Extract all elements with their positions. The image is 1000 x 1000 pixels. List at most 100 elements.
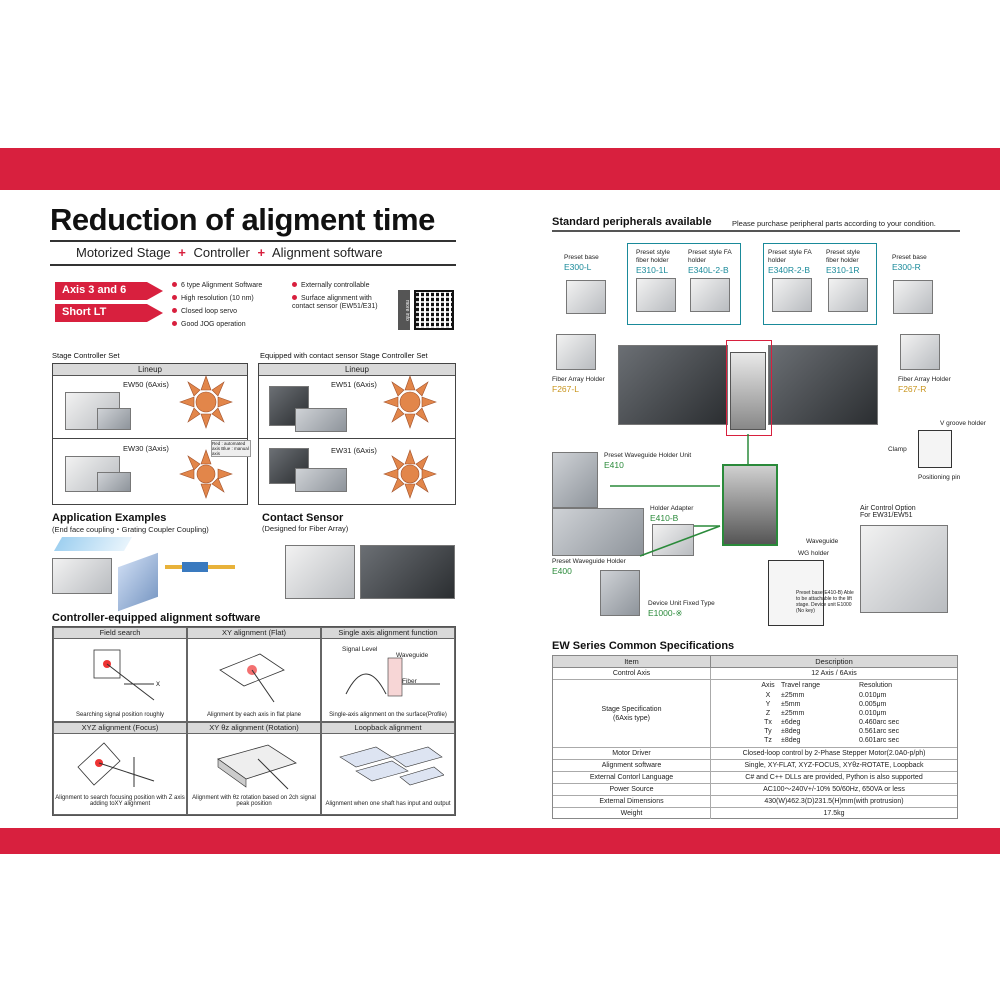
spec-row-software: Alignment software Single, XY-FLAT, XYZ-… — [553, 760, 957, 772]
item-e3101r: Preset style fiber holder E310-1R — [826, 249, 860, 275]
main-unit-frame — [722, 464, 778, 546]
contact-set-title: Equipped with contact sensor Stage Contr… — [260, 351, 428, 360]
e410-photo — [552, 452, 598, 508]
stage-resolution-cell: 0.460arc sec — [859, 719, 900, 726]
e400-item: Preset Waveguide Holder E400 — [552, 558, 626, 576]
axis-arrow — [55, 282, 163, 322]
preset-group-right — [763, 243, 877, 325]
spec-row-stage: Stage Specification (6Axis type) Axis Tr… — [553, 680, 957, 748]
e3101l-photo — [636, 278, 676, 312]
air-control-title: Air Control Option For EW31/EW51 — [860, 505, 916, 519]
arrow-axis-text: Axis 3 and 6 — [62, 284, 127, 296]
stage-photo — [295, 408, 347, 432]
plus-icon: + — [257, 245, 266, 260]
spec-row-control-axis: Control Axis 12 Axis / 6Axis — [553, 668, 957, 680]
stage-axis-cell: Ty — [764, 728, 772, 735]
fa-holder-right-photo — [900, 334, 940, 370]
wg-holder-label: WG holder — [798, 550, 830, 557]
wg-illustration — [768, 560, 824, 626]
item-e3101l: Preset style fiber holder E310-1L — [636, 249, 670, 275]
e410b-item: Holder Adapter E410-B — [650, 505, 694, 523]
subtitle-bar: Motorized Stage + Controller + Alignment… — [50, 240, 456, 266]
contact-sensor-photo-2 — [360, 545, 455, 599]
single-axis-diagram — [345, 657, 440, 697]
e300l-photo — [566, 280, 606, 314]
ew31-label: EW31 (6Axis) — [331, 446, 377, 455]
top-red-band — [0, 148, 1000, 190]
software-title: Controller-equipped alignment software — [52, 612, 261, 624]
item-e300r: Preset base E300-R — [892, 254, 927, 272]
stage-resolution-cell: 0.601arc sec — [859, 737, 900, 744]
lineup-header: Lineup — [259, 364, 455, 376]
e1000-photo — [600, 570, 640, 616]
ew50-label: EW50 (6Axis) — [123, 380, 169, 389]
bullet-5: Externally controllable — [292, 282, 369, 290]
app-image-2 — [52, 558, 112, 594]
bullet-3: Closed loop servo — [172, 308, 237, 316]
e340l-photo — [690, 278, 730, 312]
preset-group-left — [627, 243, 741, 325]
stage-resolution-cell: 0.010μm — [859, 692, 887, 699]
stage-resolution-cell: 0.010μm — [859, 710, 887, 717]
sw-cell-single-axis: Single axis alignment function Signal Le… — [321, 627, 455, 722]
bullet-6: Surface alignment with contact sensor (E… — [292, 295, 378, 310]
fa-holder-left: Fiber Array Holder F267-L — [552, 376, 605, 394]
peripherals-title: Standard peripherals available — [552, 216, 712, 228]
stage-travel-cell: ±25mm — [781, 710, 805, 717]
bullet-4: Good JOG operation — [172, 321, 246, 329]
sw-cell-xy-flat: XY alignment (Flat) Alignment by each ax… — [187, 627, 321, 722]
contact-sensor-photo-1 — [285, 545, 355, 599]
stage-travel-cell: ±25mm — [781, 692, 805, 699]
qr-code[interactable] — [414, 290, 454, 330]
loopback-diagram — [339, 746, 444, 786]
stage-axis-cell: X — [765, 692, 771, 699]
contact-subtitle: (Designed for Fiber Array) — [262, 524, 349, 533]
stage-travel-cell: ±6deg — [781, 719, 801, 726]
subtitle-software: Alignment software — [272, 245, 383, 260]
stage-axis-cell: Y — [765, 701, 771, 708]
item-e340r: Preset style FA holder E340R-2-B — [768, 249, 812, 275]
stage-highlight — [726, 340, 772, 436]
e410-item: Preset Waveguide Holder Unit E410 — [604, 452, 692, 470]
stage-photo — [295, 468, 347, 492]
peripherals-note: Please purchase peripheral parts accordi… — [732, 219, 936, 228]
e3101r-photo — [828, 278, 868, 312]
pos-pin-label: Positioning pin — [918, 474, 961, 481]
e410b-photo — [652, 524, 694, 556]
spec-row-dimensions: External Dimensions 430(W)462.3(D)231.5(… — [553, 796, 957, 808]
fa-holder-left-photo — [556, 334, 596, 370]
app-image-5 — [182, 562, 208, 572]
rotation-diagram — [217, 744, 297, 790]
fa-holder-right: Fiber Array Holder F267-R — [898, 376, 951, 394]
subtitle-stage: Motorized Stage — [76, 245, 171, 260]
subtitle-controller: Controller — [193, 245, 250, 260]
specs-title: EW Series Common Specifications — [552, 640, 735, 652]
axis-diagram-icon — [179, 449, 233, 499]
vgroove-illustration — [918, 430, 952, 468]
spec-row-motor: Motor Driver Closed-loop control by 2-Ph… — [553, 748, 957, 760]
waveguide-label: Waveguide — [806, 538, 839, 545]
bullet-2: High resolution (10 nm) — [172, 295, 254, 303]
app-title: Application Examples — [52, 512, 167, 524]
air-control-photo — [860, 525, 948, 613]
software-grid: Field search X Searching signal position… — [52, 626, 456, 816]
peripherals-rule — [552, 230, 960, 232]
stage-set-title: Stage Controller Set — [52, 351, 120, 360]
field-search-diagram: X — [93, 649, 160, 701]
stage-travel-cell: ±8deg — [781, 737, 801, 744]
contact-set-box: Lineup EW51 (6Axis) EW31 (6Axis) — [258, 363, 456, 505]
clamp-label: Clamp — [888, 446, 907, 453]
page-title: Reduction of aligment time — [50, 202, 435, 237]
sw-cell-xyz-focus: XYZ alignment (Focus) Alignment to searc… — [53, 722, 187, 815]
axis-note: Red : automated axis Blue : manual axis — [211, 440, 251, 457]
lineup-header: Lineup — [53, 364, 247, 376]
sw-cell-loopback: Loopback alignment Alignment when one sh… — [321, 722, 455, 815]
spec-row-power: Power Source AC100～240V+/-10% 50/60Hz, 6… — [553, 784, 957, 796]
stage-set-box: Lineup EW50 (6Axis) EW30 (3Axis) Red : a… — [52, 363, 251, 505]
ew30-label: EW30 (3Axis) — [123, 444, 169, 453]
stage-axis-cell: Tx — [764, 719, 772, 726]
connector-lines — [610, 434, 749, 557]
axis-diagram-icon — [179, 375, 233, 429]
sw-cell-field-search: Field search X Searching signal position… — [53, 627, 187, 722]
plus-icon: + — [178, 245, 186, 260]
